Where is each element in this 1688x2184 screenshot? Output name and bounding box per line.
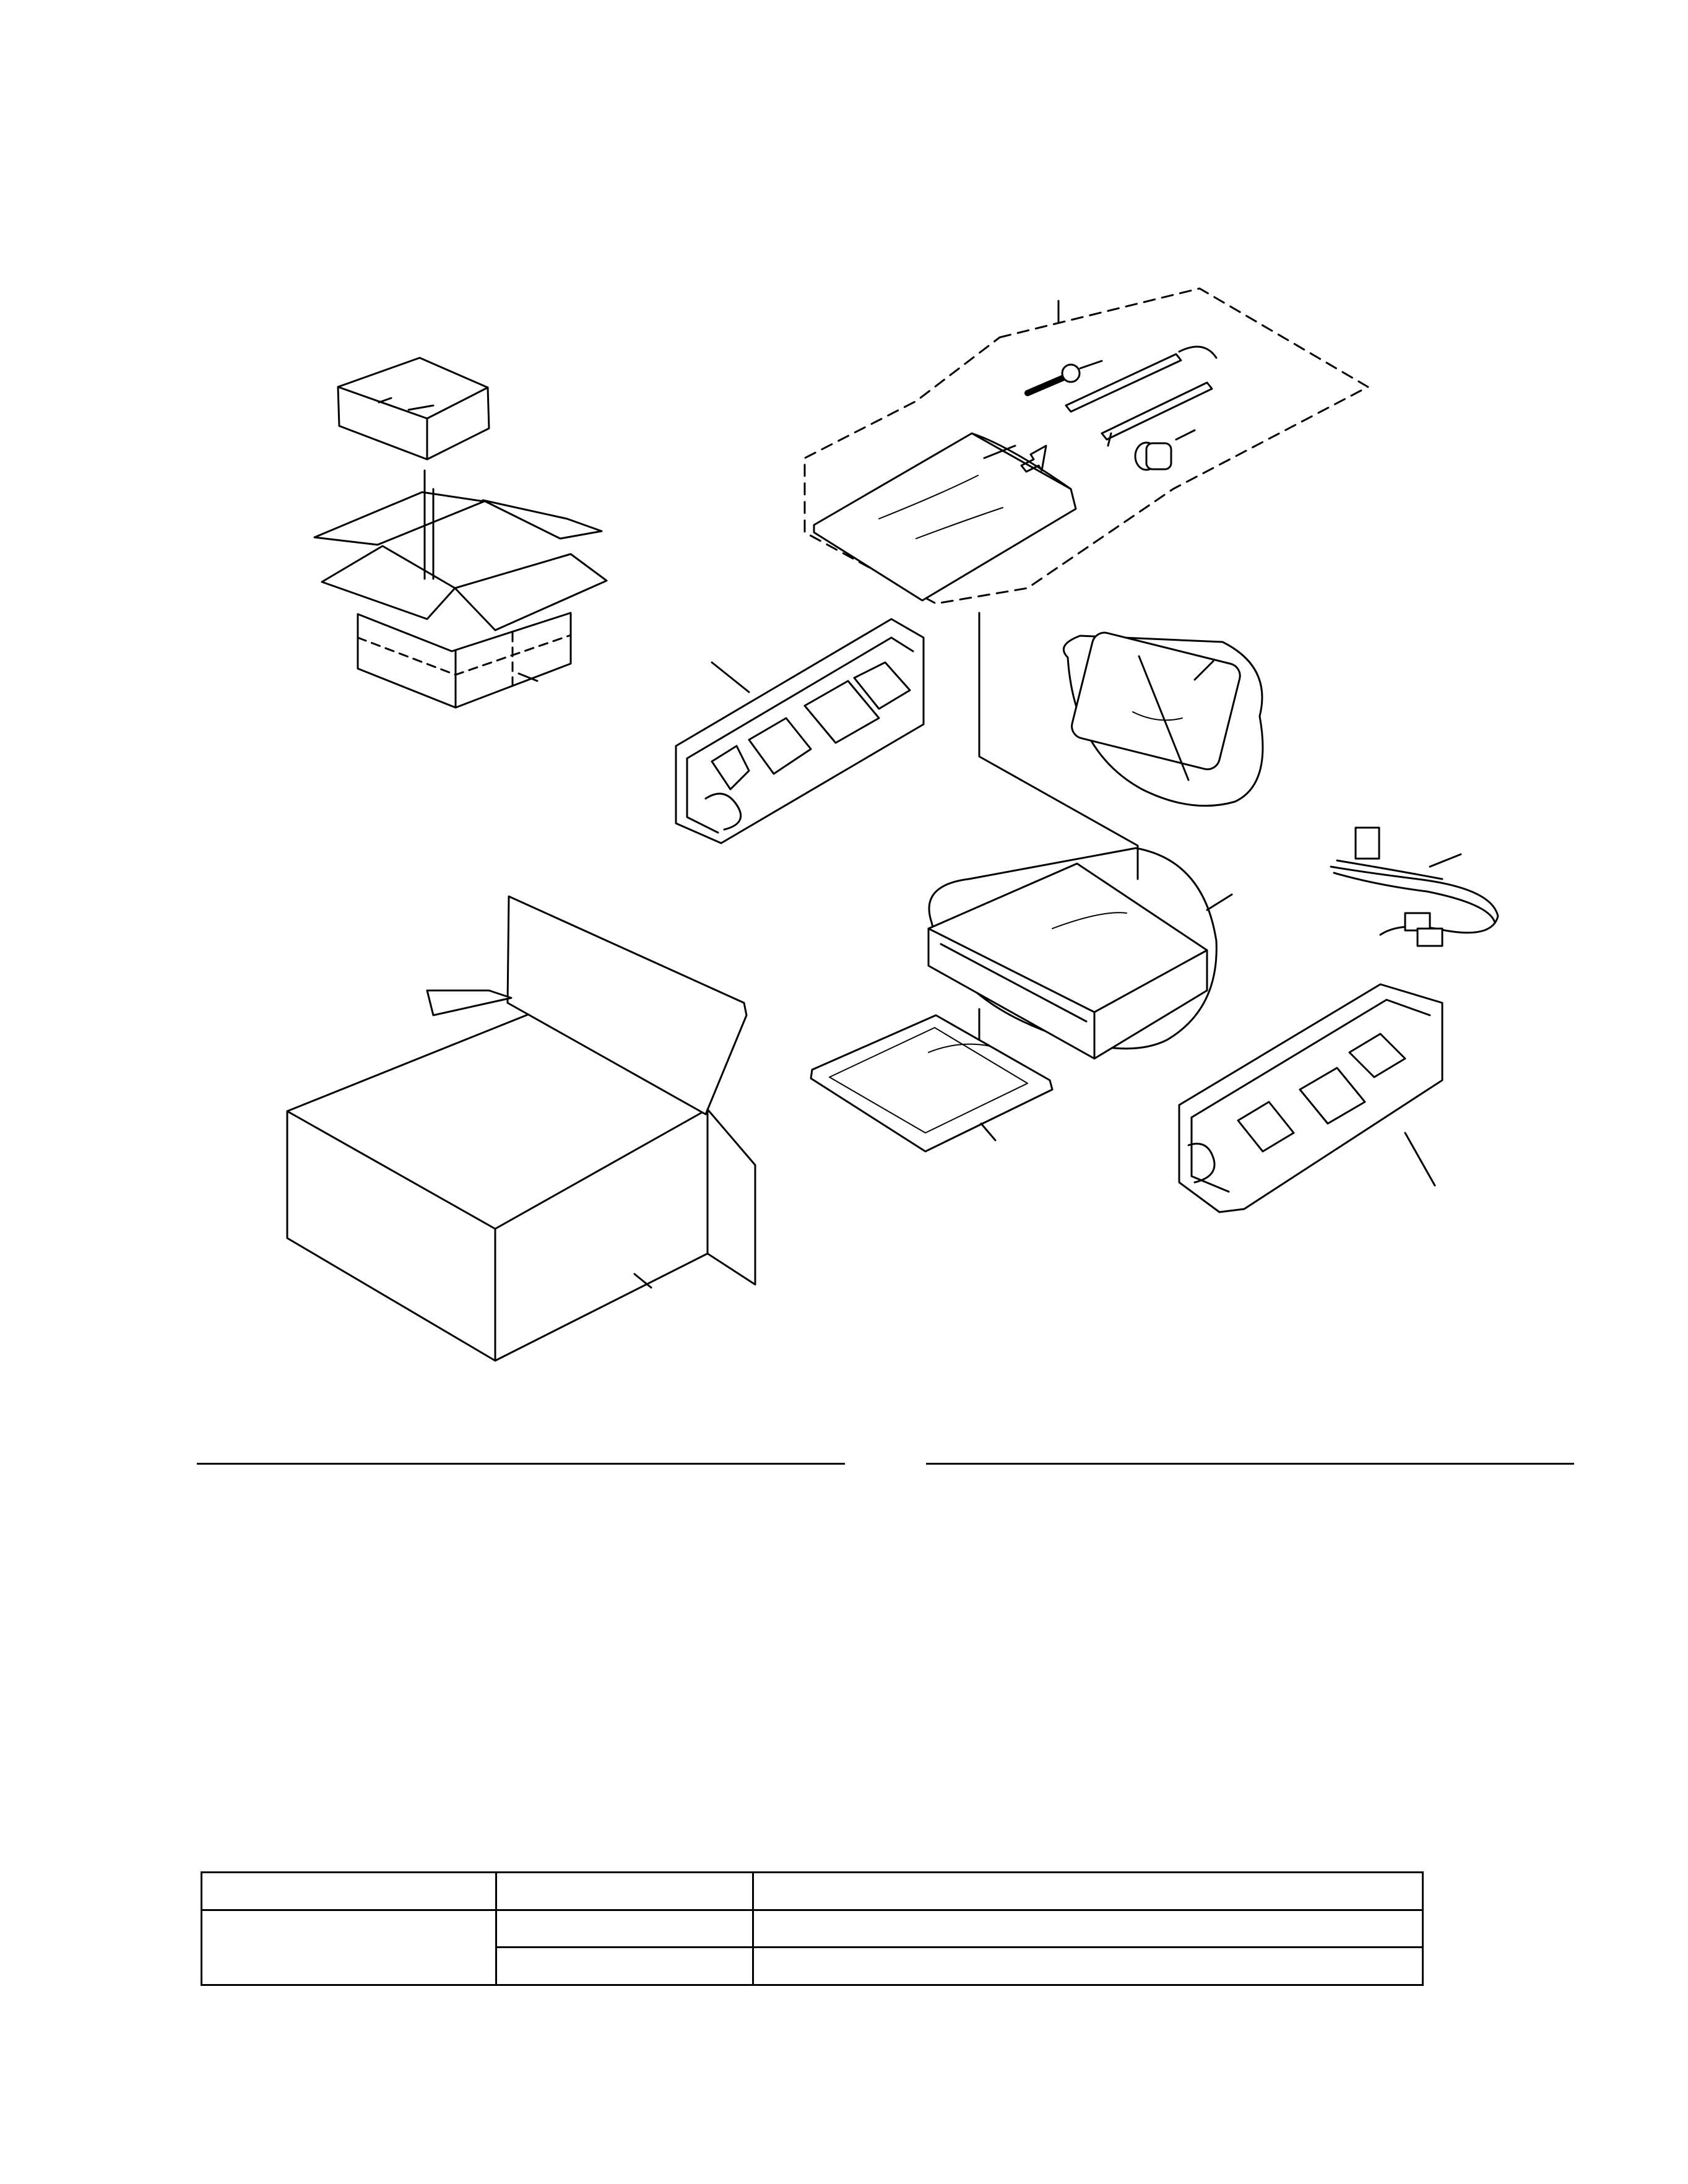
accessory-parts-bag-icon: [803, 287, 1369, 605]
table-cell: [495, 1946, 754, 1986]
table-cell: [201, 1871, 497, 1911]
packing-exploded-diagram: [286, 287, 1499, 1362]
protector-left-icon: [675, 618, 925, 844]
table-row: [201, 1871, 1424, 1911]
manual-bag-icon: [810, 1014, 1054, 1153]
separator-line-left: [197, 1463, 845, 1465]
handle-rods-icon: [1065, 345, 1218, 447]
bushing-icon: [1134, 429, 1196, 471]
outer-carton-box-icon: [286, 895, 756, 1362]
wrapped-panel-icon: [1062, 631, 1264, 807]
wrapped-unit-icon: [927, 847, 1233, 1060]
bolt-icon: [1024, 360, 1103, 396]
table-row: [201, 1909, 1424, 1987]
small-carton-box-icon: [337, 357, 490, 461]
open-carton-box-icon: [313, 469, 608, 709]
table-cell: [752, 1909, 1424, 1949]
separator-line-right: [926, 1463, 1574, 1465]
protector-right-icon: [1178, 983, 1443, 1213]
table-cell: [495, 1909, 754, 1949]
table-cell: [752, 1946, 1424, 1986]
wire-harness-icon: [1330, 826, 1499, 947]
table-row: [202, 1946, 1424, 1986]
table-cell: [752, 1871, 1424, 1911]
assembly-leader-line: [978, 612, 1139, 880]
table-cell: [495, 1871, 754, 1911]
table-cell: [201, 1909, 497, 1987]
parts-table: [201, 1871, 1424, 1987]
